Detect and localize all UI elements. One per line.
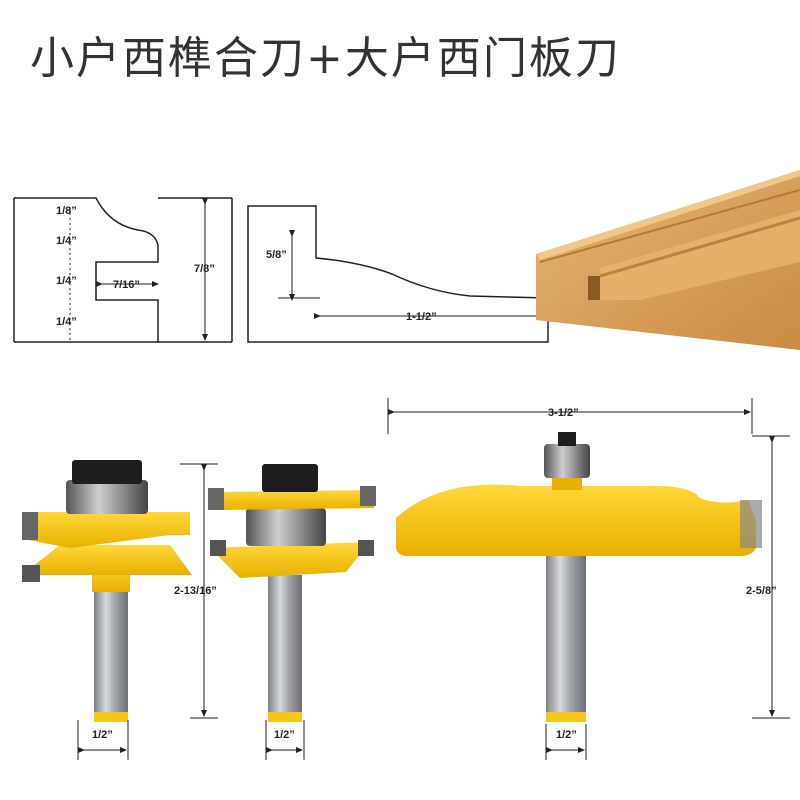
dim-height-small: 2-13/16”	[174, 585, 217, 597]
dim-shank-3: 1/2”	[556, 729, 577, 741]
wood-door-sample	[536, 170, 800, 350]
profile-depth: 7/16”	[113, 279, 140, 291]
router-bit-panel	[396, 432, 762, 722]
tongue-groove-profile	[13, 197, 233, 343]
raised-panel-profile	[247, 205, 549, 343]
profile-dim-3: 1/4”	[56, 275, 77, 287]
product-title: 小户西榫合刀+大户西门板刀	[30, 33, 621, 84]
dim-shank-1: 1/2”	[92, 729, 113, 741]
profile-height: 7/8”	[194, 263, 215, 275]
router-bit-rail	[22, 460, 192, 722]
profile-right-height: 5/8”	[266, 249, 287, 261]
profile-dim-2: 1/4”	[56, 235, 77, 247]
dim-width-large: 3-1/2”	[548, 407, 579, 419]
profile-right-width: 1-1/2”	[406, 311, 437, 323]
profile-dim-4: 1/4”	[56, 316, 77, 328]
dim-shank-2: 1/2”	[274, 729, 295, 741]
router-bit-stile	[208, 464, 376, 722]
dim-height-large: 2-5/8”	[746, 585, 777, 597]
profile-dim-1: 1/8”	[56, 205, 77, 217]
